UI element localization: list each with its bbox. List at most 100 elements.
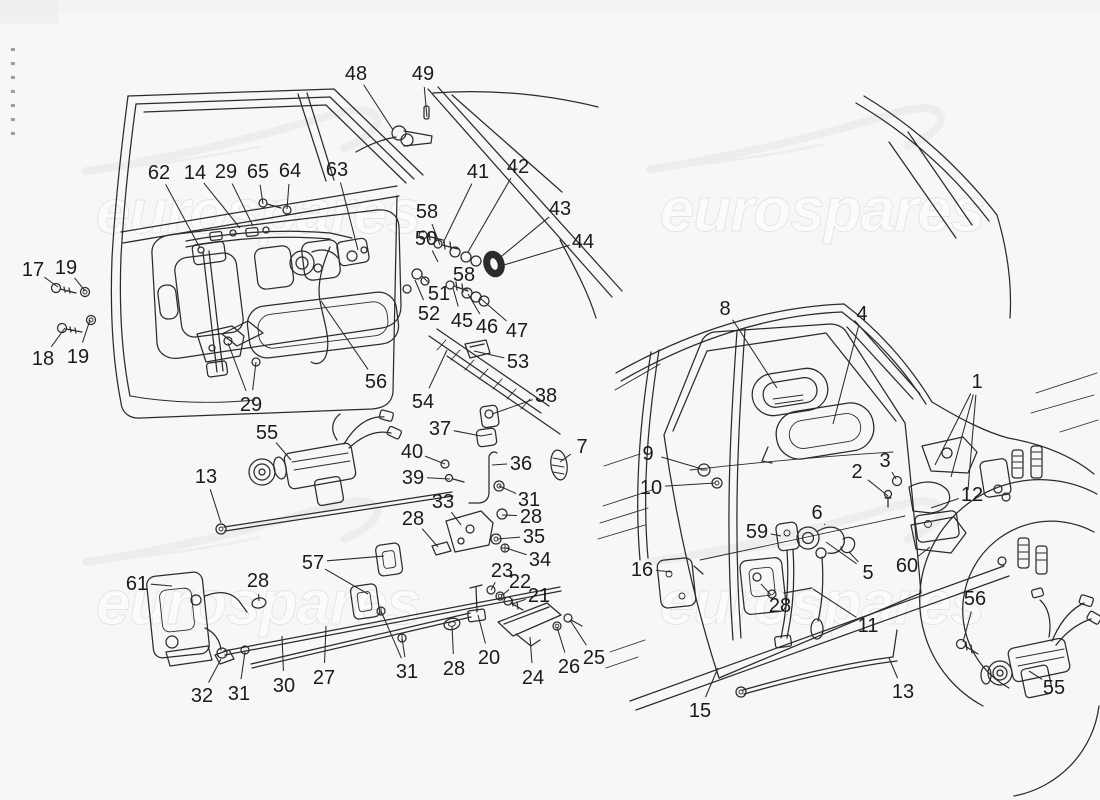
callout-leader-lines — [44, 84, 1043, 698]
callout-47: 47 — [506, 320, 528, 342]
callout-9: 9 — [642, 443, 653, 465]
callout-20: 20 — [478, 647, 500, 669]
leader-line-25 — [569, 619, 587, 646]
leader-line-64 — [286, 183, 290, 210]
leader-line-14 — [203, 182, 241, 229]
callout-54: 54 — [412, 391, 434, 413]
callout-62: 62 — [148, 162, 170, 184]
callout-17: 17 — [22, 259, 44, 281]
leader-line-43 — [496, 216, 550, 261]
callout-23: 23 — [491, 560, 513, 582]
callout-53: 53 — [507, 351, 529, 373]
callout-51: 51 — [428, 283, 450, 305]
leader-line-20 — [477, 614, 486, 644]
binding-marks — [10, 47, 16, 136]
callout-38: 38 — [535, 385, 557, 407]
callout-3: 3 — [879, 450, 890, 472]
callout-13-2: 13 — [892, 681, 914, 703]
leader-line-22 — [500, 589, 510, 597]
callout-24: 24 — [522, 667, 544, 689]
leader-line-18 — [50, 327, 66, 348]
callout-29-2: 29 — [240, 394, 262, 416]
callout-28-4: 28 — [443, 658, 465, 680]
leader-line-7 — [559, 453, 571, 463]
callout-63: 63 — [326, 159, 348, 181]
callout-49: 49 — [412, 63, 434, 85]
leader-line-28 — [501, 514, 518, 517]
leader-line-17 — [44, 276, 59, 288]
callout-56-2: 56 — [964, 588, 986, 610]
leader-line-5 — [848, 551, 859, 563]
leader-line-62 — [165, 184, 201, 249]
rear-door-assembly-art — [597, 95, 1100, 797]
leader-line-28 — [451, 625, 454, 655]
callout-33: 33 — [432, 491, 454, 513]
callout-28-2: 28 — [402, 508, 424, 530]
callout-37: 37 — [429, 418, 451, 440]
leader-line-31 — [380, 610, 402, 659]
leader-line-40 — [424, 455, 446, 465]
leader-line-51 — [421, 275, 430, 284]
leader-line-28 — [421, 528, 439, 548]
callout-55-2: 55 — [1043, 677, 1065, 699]
callout-19-2: 19 — [67, 346, 89, 368]
leader-line-10 — [664, 482, 716, 487]
leader-line-47 — [479, 297, 507, 322]
callout-31-3: 31 — [396, 661, 418, 683]
leader-line-41 — [442, 183, 473, 244]
callout-59: 59 — [746, 521, 768, 543]
callout-46: 46 — [476, 316, 498, 338]
leader-line-9 — [661, 456, 703, 470]
leader-line-30 — [281, 635, 284, 672]
leader-line-53 — [473, 350, 505, 359]
leader-line-65 — [259, 184, 264, 205]
leader-line-45 — [452, 287, 459, 307]
leader-line-5 — [825, 541, 857, 565]
leader-line-46 — [467, 293, 481, 315]
callout-57: 57 — [302, 552, 324, 574]
leader-line-59 — [770, 533, 782, 537]
callout-61: 61 — [126, 573, 148, 595]
leader-line-27 — [324, 625, 327, 664]
leader-line-55 — [1028, 670, 1043, 680]
leader-line-3 — [891, 471, 897, 480]
leader-line-1 — [950, 394, 974, 478]
callout-15: 15 — [689, 700, 711, 722]
callout-2: 2 — [851, 461, 862, 483]
leader-line-13 — [888, 657, 899, 679]
leader-line-55 — [275, 442, 292, 461]
callout-26: 26 — [558, 656, 580, 678]
leader-line-35 — [496, 536, 521, 540]
leader-line-19 — [74, 277, 86, 292]
callout-12: 12 — [961, 484, 983, 506]
callout-21: 21 — [528, 585, 550, 607]
leader-line-4 — [832, 326, 859, 425]
callout-7: 7 — [576, 436, 587, 458]
leader-line-29 — [227, 342, 247, 392]
callout-40: 40 — [401, 441, 423, 463]
leader-line-31 — [498, 485, 517, 494]
callout-16: 16 — [631, 559, 653, 581]
leader-line-32 — [208, 658, 222, 683]
leader-line-52 — [414, 279, 425, 301]
leader-line-48 — [363, 84, 394, 131]
leader-line-49 — [423, 86, 428, 118]
leader-line-19 — [81, 319, 91, 343]
callout-34: 34 — [529, 549, 551, 571]
callout-41: 41 — [467, 161, 489, 183]
leader-line-44 — [503, 244, 570, 266]
leader-line-12 — [930, 498, 959, 509]
leader-line-24 — [529, 636, 533, 664]
callout-48: 48 — [345, 63, 367, 85]
callout-55: 55 — [256, 422, 278, 444]
leader-line-56 — [962, 611, 972, 643]
callout-4: 4 — [856, 303, 867, 325]
callout-50: 50 — [415, 228, 437, 250]
callout-31-2: 31 — [228, 683, 250, 705]
leader-line-8 — [732, 319, 778, 389]
callout-36: 36 — [510, 453, 532, 475]
callout-5: 5 — [862, 562, 873, 584]
leader-line-11 — [812, 588, 857, 618]
callout-45: 45 — [451, 310, 473, 332]
